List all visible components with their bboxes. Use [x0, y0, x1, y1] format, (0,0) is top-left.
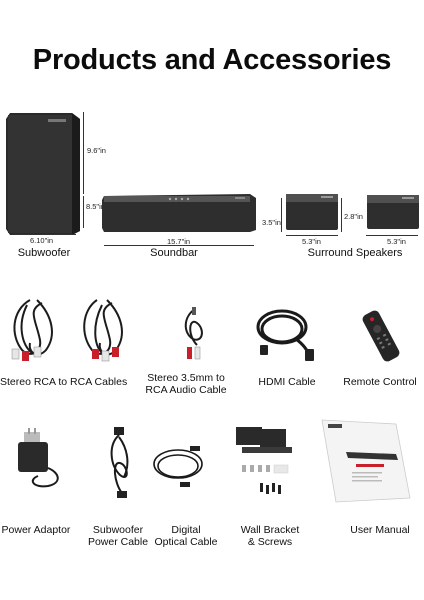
surround-left-width-dim: 5.3"in	[302, 237, 321, 246]
remote-control-label: Remote Control	[343, 376, 417, 388]
subwoofer-power-cable-label-line1: Subwoofer	[92, 524, 144, 536]
subwoofer-power-cable-label-line2: Power Cable	[87, 536, 149, 548]
surround-right-width-line	[366, 235, 418, 236]
surround-right-height-dim: 2.8"in	[344, 212, 363, 221]
stereo-35mm-label-line1: Stereo 3.5mm to	[147, 372, 225, 384]
subwoofer-depth-dim: 8.5"in	[86, 202, 105, 211]
user-manual-label: User Manual	[350, 524, 410, 536]
wall-bracket-image	[236, 427, 292, 494]
user-manual-image	[321, 419, 411, 503]
surround-left-width-line	[286, 235, 338, 236]
subwoofer-power-cable-image	[110, 427, 129, 498]
surround-right-height-line	[341, 198, 342, 232]
wall-bracket-label-line1: Wall Bracket	[240, 524, 300, 536]
power-adaptor-image	[18, 428, 59, 488]
hdmi-cable-image	[256, 309, 314, 361]
rca-cables-image	[11, 299, 123, 362]
rca-cables-label: Stereo RCA to RCA Cables	[0, 376, 128, 388]
stereo-35mm-label-line2: RCA Audio Cable	[145, 384, 227, 396]
surround-speakers-label: Surround Speakers	[307, 247, 403, 259]
surround-right-width-dim: 5.3"in	[387, 237, 406, 246]
subwoofer-height-dim: 9.6"in	[87, 146, 106, 155]
subwoofer-width-line	[12, 234, 76, 235]
soundbar-label: Soundbar	[150, 247, 198, 259]
digital-optical-cable-label-line2: Optical Cable	[154, 536, 218, 548]
digital-optical-cable-image	[153, 446, 203, 487]
wall-bracket-label-line2: & Screws	[247, 536, 293, 548]
subwoofer-width-dim: 6.10"in	[30, 236, 54, 245]
surround-speaker-left-image	[286, 194, 338, 230]
subwoofer-height-line	[83, 112, 84, 194]
subwoofer-depth-line	[83, 196, 84, 228]
page-title: Products and Accessories	[32, 44, 392, 76]
surround-left-height-line	[281, 198, 282, 232]
digital-optical-cable-label-line1: Digital	[171, 524, 201, 536]
soundbar-width-dim: 15.7"in	[167, 237, 191, 246]
power-adaptor-label: Power Adaptor	[1, 524, 71, 536]
subwoofer-label: Subwoofer	[17, 247, 71, 259]
hdmi-cable-label: HDMI Cable	[258, 376, 316, 388]
surround-speaker-right-image	[367, 195, 419, 229]
subwoofer-image	[6, 113, 80, 235]
soundbar-image	[102, 194, 256, 232]
soundbar-width-line	[104, 245, 254, 246]
surround-left-height-dim: 3.5"in	[262, 218, 281, 227]
stereo-35mm-rca-cable-image	[184, 307, 203, 360]
remote-control-image	[362, 310, 400, 362]
